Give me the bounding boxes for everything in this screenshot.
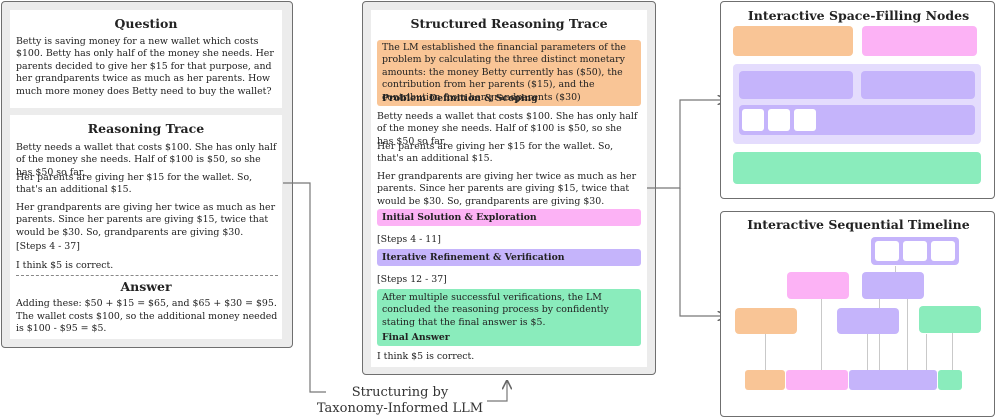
purple-group-node[interactable] bbox=[733, 64, 981, 144]
reasoning-card: Reasoning Trace Betty needs a wallet tha… bbox=[10, 115, 282, 339]
space-filling-panel: Interactive Space-Filling Nodes bbox=[720, 1, 995, 199]
structured-paragraph-2: Her parents are giving her $15 for the w… bbox=[377, 141, 614, 165]
leaf-node-3[interactable] bbox=[794, 109, 816, 131]
structured-final-line: I think $5 is correct. bbox=[377, 351, 475, 362]
timeline-panel: Interactive Sequential Timeline bbox=[720, 211, 995, 417]
connector-middle-to-timeline bbox=[679, 188, 726, 316]
answer-line-2: The wallet costs $100, so the additional… bbox=[16, 311, 278, 335]
structured-paragraph-1: Betty needs a wallet that costs $100. Sh… bbox=[377, 111, 638, 147]
leaf-node-2[interactable] bbox=[768, 109, 790, 131]
purple-node-c[interactable] bbox=[739, 105, 975, 135]
timeline-purple-node-b[interactable] bbox=[837, 308, 899, 334]
structured-paragraph-3: Her grandparents are giving her twice as… bbox=[377, 171, 637, 207]
timeline-link bbox=[952, 333, 953, 370]
reasoning-trace-title: Reasoning Trace bbox=[87, 121, 205, 136]
structuring-label: Structuring by Taxonomy-Informed LLM bbox=[310, 385, 490, 417]
timeline-bar-orange[interactable] bbox=[745, 370, 785, 390]
trace-paragraph-3: Her grandparents are giving her twice as… bbox=[16, 202, 276, 238]
timeline-link bbox=[867, 334, 868, 370]
orange-node[interactable] bbox=[733, 26, 853, 56]
steps-12-37: [Steps 12 - 37] bbox=[377, 274, 447, 285]
timeline-link bbox=[765, 333, 766, 370]
question-text: Betty is saving money for a new wallet w… bbox=[16, 36, 274, 97]
green-node[interactable] bbox=[733, 152, 981, 184]
problem-definition-tag: Problem Definition & Scoping bbox=[382, 93, 538, 104]
timeline-leaf-3[interactable] bbox=[931, 241, 955, 261]
answer-line-1: Adding these: $50 + $15 = $65, and $65 +… bbox=[16, 298, 277, 309]
timeline-leaf-2[interactable] bbox=[903, 241, 927, 261]
leaf-node-1[interactable] bbox=[742, 109, 764, 131]
final-answer-block: After multiple successful verifications,… bbox=[377, 289, 641, 346]
input-panel: Question Betty is saving money for a new… bbox=[1, 1, 293, 348]
purple-node-a[interactable] bbox=[739, 71, 853, 99]
timeline-link bbox=[821, 299, 822, 370]
trace-paragraph-2: Her parents are giving her $15 for the w… bbox=[16, 172, 253, 196]
connector-label-to-middle bbox=[487, 381, 507, 402]
timeline-pink-node[interactable] bbox=[787, 272, 849, 299]
timeline-bar-purple[interactable] bbox=[849, 370, 937, 390]
timeline-bar-green[interactable] bbox=[938, 370, 962, 390]
timeline-orange-node[interactable] bbox=[735, 308, 797, 334]
timeline-green-node[interactable] bbox=[919, 306, 981, 333]
problem-definition-block: The LM established the financial paramet… bbox=[377, 40, 641, 106]
timeline-leaf-1[interactable] bbox=[875, 241, 899, 261]
purple-node-b[interactable] bbox=[861, 71, 975, 99]
structuring-label-line-2: Taxonomy-Informed LLM bbox=[316, 401, 484, 416]
dashed-divider bbox=[16, 275, 278, 276]
timeline-top-node[interactable] bbox=[871, 237, 959, 265]
question-card: Question Betty is saving money for a new… bbox=[10, 10, 282, 108]
structured-card: Structured Reasoning Trace The LM establ… bbox=[371, 10, 647, 367]
structured-panel: Structured Reasoning Trace The LM establ… bbox=[362, 1, 656, 375]
timeline-title: Interactive Sequential Timeline bbox=[747, 217, 970, 232]
structuring-label-line-1: Structuring by bbox=[351, 385, 449, 400]
connector-left-to-label bbox=[283, 182, 326, 393]
trace-final: I think $5 is correct. bbox=[16, 260, 114, 271]
connector-middle-split bbox=[647, 100, 726, 189]
question-title: Question bbox=[114, 16, 178, 31]
initial-solution-tag: Initial Solution & Exploration bbox=[377, 209, 641, 226]
timeline-bar-pink[interactable] bbox=[786, 370, 848, 390]
final-summary: After multiple successful verifications,… bbox=[382, 292, 609, 328]
iterative-refinement-tag: Iterative Refinement & Verification bbox=[377, 249, 641, 266]
timeline-link bbox=[895, 266, 896, 274]
problem-summary: The LM established the financial paramet… bbox=[382, 42, 626, 103]
trace-steps: [Steps 4 - 37] bbox=[16, 241, 80, 252]
timeline-link bbox=[926, 334, 927, 370]
timeline-purple-node-a[interactable] bbox=[862, 272, 924, 299]
final-answer-tag: Final Answer bbox=[382, 332, 450, 343]
space-filling-title: Interactive Space-Filling Nodes bbox=[747, 8, 970, 23]
steps-4-11: [Steps 4 - 11] bbox=[377, 234, 441, 245]
structured-title: Structured Reasoning Trace bbox=[410, 16, 608, 31]
pink-node[interactable] bbox=[862, 26, 977, 56]
timeline-link bbox=[879, 299, 880, 370]
answer-title: Answer bbox=[120, 279, 172, 294]
timeline-link bbox=[907, 299, 908, 370]
trace-paragraph-1: Betty needs a wallet that costs $100. Sh… bbox=[16, 142, 277, 178]
